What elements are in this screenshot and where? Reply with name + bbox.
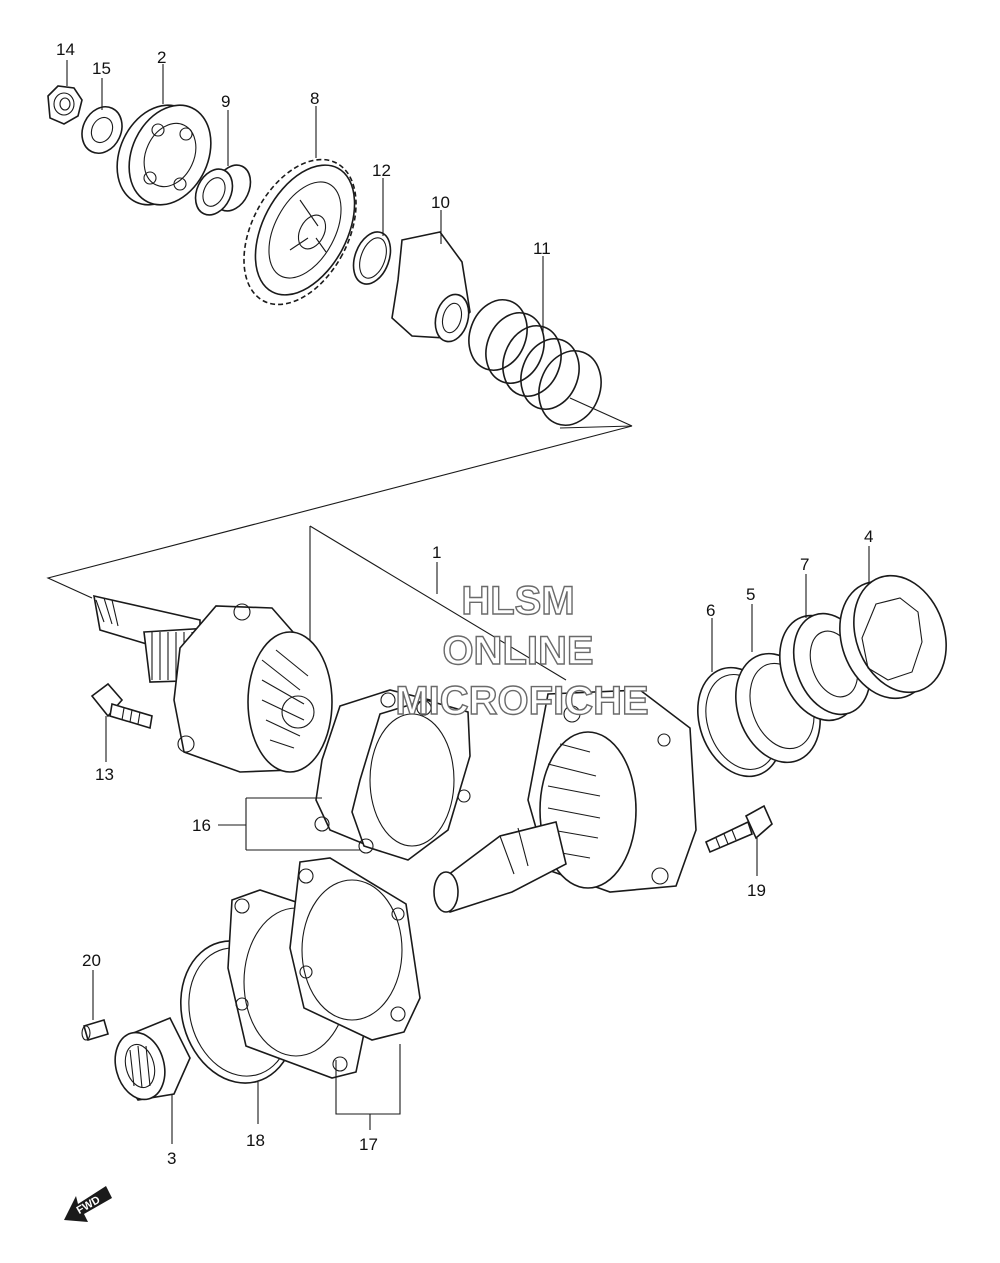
- part-number-label: 13: [95, 765, 114, 784]
- part-number-label: 20: [82, 951, 101, 970]
- bolt-part: [704, 804, 773, 854]
- part-number-label: 7: [800, 555, 809, 574]
- cam-dog-part: [391, 231, 471, 343]
- leader-lines: [66, 60, 870, 1144]
- part-number-label: 5: [746, 585, 755, 604]
- spring-part: [468, 299, 602, 426]
- assembly-bracket: [46, 397, 633, 681]
- part-number-label: 8: [310, 89, 319, 108]
- fwd-arrow-label: FWD: [75, 1194, 103, 1217]
- part-number-label: 3: [167, 1149, 176, 1168]
- watermark-line-2: ONLINE: [442, 629, 593, 673]
- part-labels: 14 15 2 9 8 12 10 11 1 4 7 5 6 13 16 19 …: [56, 40, 873, 1168]
- part-number-label: 15: [92, 59, 111, 78]
- needle-bearing-part: [114, 1016, 191, 1101]
- part-number-label: 2: [157, 48, 166, 67]
- part-number-label: 10: [431, 193, 450, 212]
- gasket-set-part: [227, 857, 421, 1079]
- gasket-set-part: [314, 689, 471, 861]
- gear-case-part: [433, 689, 697, 913]
- watermark-line-3: MICROFICHE: [395, 679, 648, 723]
- part-number-label: 14: [56, 40, 75, 59]
- part-number-label: 19: [747, 881, 766, 900]
- nut-part: [47, 85, 83, 125]
- part-number-label: 16: [192, 816, 211, 835]
- washer-part: [81, 106, 123, 154]
- part-number-label: 12: [372, 161, 391, 180]
- ball-bearing-part: [116, 104, 212, 206]
- part-number-label: 9: [221, 92, 230, 111]
- part-number-label: 1: [432, 543, 441, 562]
- part-number-label: 17: [359, 1135, 378, 1154]
- drive-shaft-housing-part: [93, 594, 333, 773]
- part-number-label: 11: [533, 239, 551, 258]
- bolt-part: [90, 682, 153, 730]
- bushing-part: [194, 164, 252, 216]
- watermark-line-1: HLSM: [461, 579, 574, 623]
- gear-part: [243, 158, 357, 306]
- fwd-arrow-icon: FWD: [64, 1186, 112, 1222]
- circlip-part: [352, 231, 392, 285]
- lock-nut-part: [839, 574, 947, 700]
- watermark: HLSM ONLINE MICROFICHE: [395, 578, 650, 723]
- part-number-label: 6: [706, 601, 715, 620]
- part-number-label: 4: [864, 527, 873, 546]
- part-number-label: 18: [246, 1131, 265, 1150]
- dowel-pin-part: [81, 1019, 109, 1041]
